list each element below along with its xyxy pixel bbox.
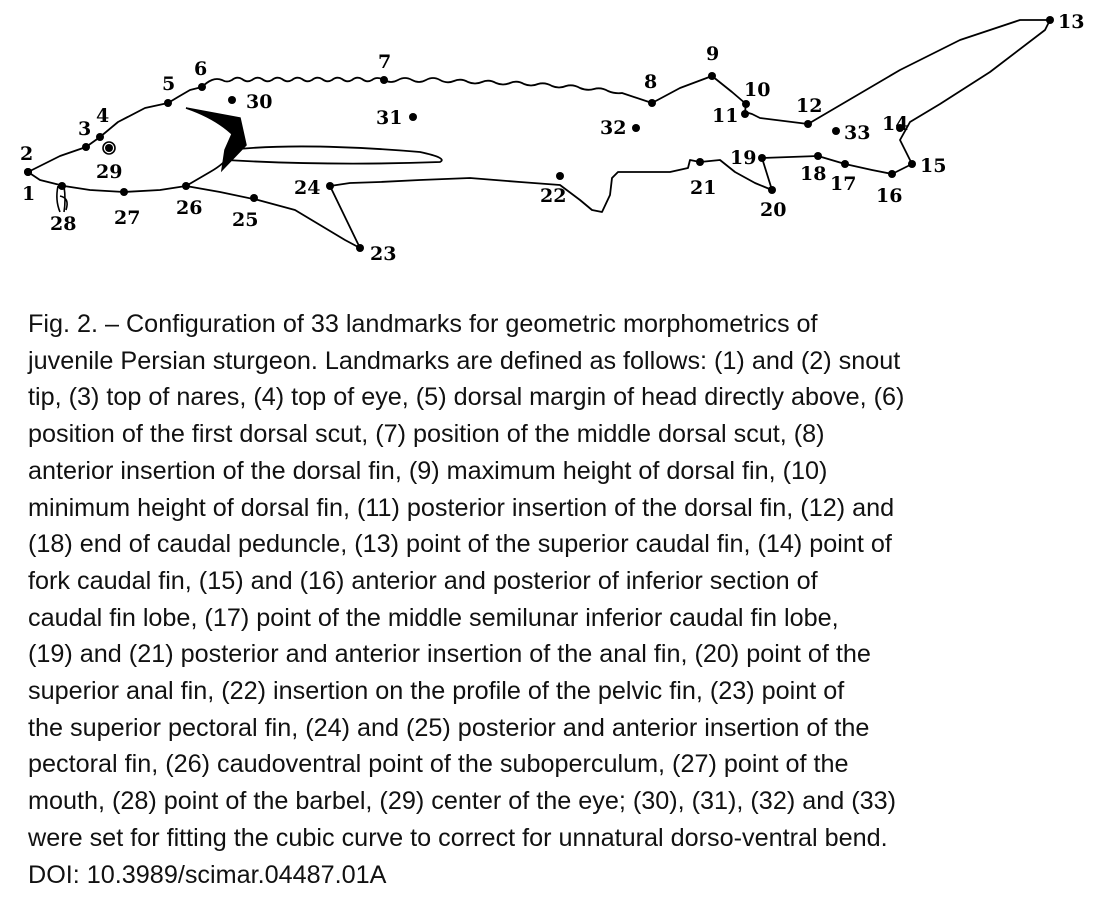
landmark-point-4 <box>96 133 104 141</box>
operculum-curve <box>185 133 235 187</box>
landmark-label-26: 26 <box>176 197 202 219</box>
landmark-point-19 <box>758 154 766 162</box>
landmark-point-32 <box>632 124 640 132</box>
landmark-point-10 <box>742 100 750 108</box>
landmark-label-15: 15 <box>920 155 946 177</box>
landmark-point-29 <box>105 144 113 152</box>
figure-caption: Fig. 2. – Configuration of 33 landmarks … <box>28 306 1090 893</box>
landmark-label-20: 20 <box>760 199 786 221</box>
landmark-point-13 <box>1046 16 1054 24</box>
landmark-point-25 <box>250 194 258 202</box>
landmark-point-21 <box>696 158 704 166</box>
landmark-label-2: 2 <box>20 143 33 165</box>
landmark-point-7 <box>380 76 388 84</box>
caption-line: (19) and (21) posterior and anterior ins… <box>28 640 871 669</box>
landmark-point-30 <box>228 96 236 104</box>
landmark-point-3 <box>82 143 90 151</box>
landmark-label-29: 29 <box>96 161 122 183</box>
landmark-point-15 <box>908 160 916 168</box>
caption-line: the superior pectoral fin, (24) and (25)… <box>28 713 870 742</box>
fish-outline <box>27 19 1051 249</box>
landmark-point-27 <box>120 188 128 196</box>
landmark-label-21: 21 <box>690 177 716 199</box>
caption-line: tip, (3) top of nares, (4) top of eye, (… <box>28 383 905 412</box>
landmark-label-25: 25 <box>232 209 258 231</box>
caption-line: were set for fitting the cubic curve to … <box>28 823 888 852</box>
landmark-points <box>24 16 1054 252</box>
landmark-point-23 <box>356 244 364 252</box>
landmark-point-14 <box>896 124 904 132</box>
landmark-label-4: 4 <box>96 105 109 127</box>
landmark-label-24: 24 <box>294 177 320 199</box>
caption-line: (18) end of caudal peduncle, (13) point … <box>28 530 892 559</box>
landmark-point-11 <box>741 110 749 118</box>
caption-line: anterior insertion of the dorsal fin, (9… <box>28 456 828 485</box>
landmark-label-19: 19 <box>730 147 756 169</box>
landmark-label-7: 7 <box>378 51 391 73</box>
landmark-label-13: 13 <box>1058 11 1084 33</box>
caption-line: position of the first dorsal scut, (7) p… <box>28 420 825 449</box>
caption-line: fork caudal fin, (15) and (16) anterior … <box>28 566 818 595</box>
landmark-label-32: 32 <box>600 117 626 139</box>
caption-line: mouth, (28) point of the barbel, (29) ce… <box>28 787 897 816</box>
landmark-label-1: 1 <box>22 183 35 205</box>
landmark-point-9 <box>708 72 716 80</box>
landmark-point-2 <box>24 168 32 176</box>
caption-line: minimum height of dorsal fin, (11) poste… <box>28 493 895 522</box>
landmark-point-28 <box>58 182 66 190</box>
landmark-point-12 <box>804 120 812 128</box>
landmark-point-16 <box>888 170 896 178</box>
landmark-label-10: 10 <box>744 79 770 101</box>
caption-line: caudal fin lobe, (17) point of the middl… <box>28 603 839 632</box>
landmark-label-23: 23 <box>370 243 396 265</box>
landmark-label-11: 11 <box>712 105 738 127</box>
landmark-point-6 <box>198 83 206 91</box>
caption-line: Fig. 2. – Configuration of 33 landmarks … <box>28 310 818 338</box>
landmark-label-8: 8 <box>644 71 657 93</box>
landmark-label-14: 14 <box>882 113 908 135</box>
landmark-label-12: 12 <box>796 95 822 117</box>
landmark-label-16: 16 <box>876 185 902 207</box>
landmark-point-5 <box>164 99 172 107</box>
landmark-point-17 <box>841 160 849 168</box>
landmark-label-5: 5 <box>162 73 175 95</box>
landmark-point-18 <box>814 152 822 160</box>
landmark-label-22: 22 <box>540 185 566 207</box>
landmark-label-30: 30 <box>246 91 272 113</box>
eye-icon <box>102 141 116 155</box>
landmark-point-33 <box>832 127 840 135</box>
landmark-label-9: 9 <box>706 43 719 65</box>
caption-line: juvenile Persian sturgeon. Landmarks are… <box>28 346 901 375</box>
landmark-label-17: 17 <box>830 173 856 195</box>
landmark-label-33: 33 <box>844 122 870 144</box>
landmark-point-26 <box>182 182 190 190</box>
landmark-label-27: 27 <box>114 207 140 229</box>
landmark-point-20 <box>768 186 776 194</box>
pectoral-fin-outline <box>224 145 443 165</box>
landmark-point-22 <box>556 172 564 180</box>
landmark-label-3: 3 <box>78 118 91 140</box>
landmark-point-31 <box>409 113 417 121</box>
landmark-label-28: 28 <box>50 213 76 235</box>
landmark-point-24 <box>326 182 334 190</box>
landmark-label-18: 18 <box>800 163 826 185</box>
caption-line: superior anal fin, (22) insertion on the… <box>28 677 845 706</box>
landmark-point-8 <box>648 99 656 107</box>
landmark-label-6: 6 <box>194 58 207 80</box>
caption-line: DOI: 10.3989/scimar.04487.01A <box>28 860 387 889</box>
caption-line: pectoral fin, (26) caudoventral point of… <box>28 750 849 779</box>
landmark-label-31: 31 <box>376 107 402 129</box>
